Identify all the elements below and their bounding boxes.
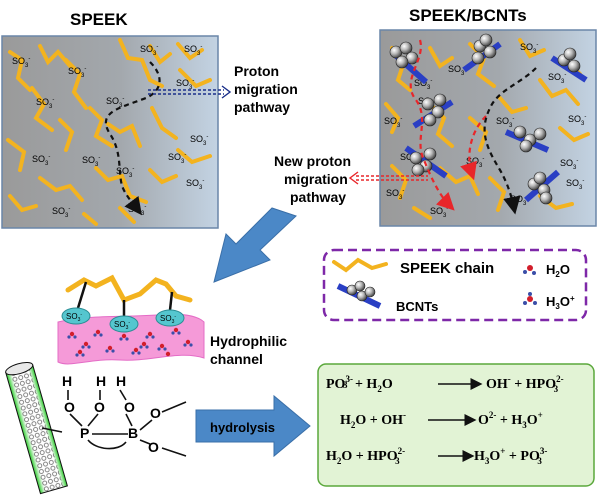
atom-o: O: [94, 399, 105, 415]
legend-box: SPEEK chain BCNTs H2O H3O+: [322, 248, 588, 322]
legend-water-icon: [523, 265, 536, 275]
svg-text:SO3-: SO3-: [160, 314, 176, 325]
reaction-1-rhs: OH- + HPO2-3: [486, 374, 564, 394]
new-pathway-line1: New proton: [274, 153, 351, 169]
proton-pathway-line3: pathway: [234, 99, 290, 115]
svg-text:SO3-: SO3-: [114, 320, 130, 331]
reaction-2-lhs: H2O + OH-: [340, 410, 406, 430]
proton-pathway-line1: Proton: [234, 63, 279, 79]
reaction-1-lhs: PO3-3 + H2O: [326, 374, 393, 394]
atom-h: H: [116, 373, 126, 389]
molecule-bonds: [41, 389, 187, 457]
legend-hydronium: H3O+: [546, 294, 575, 311]
detail-chain: [65, 274, 193, 304]
legend-speek-chain: SPEEK chain: [400, 260, 494, 277]
hydrophilic-label-line1: Hydrophilic: [210, 333, 287, 349]
big-down-left-arrow: [213, 207, 297, 283]
reaction-2-rhs: O2- + H3O+: [478, 410, 543, 430]
atom-h: H: [62, 373, 72, 389]
atom-o: O: [150, 405, 161, 421]
so3-bubbles: SO3- SO3- SO3-: [61, 307, 185, 333]
atom-o: O: [124, 399, 135, 415]
speek-panel: SO3- SO3- SO3- SO3- SO3- SO3- SO3- SO3- …: [1, 35, 219, 229]
new-pathway-line2: migration: [284, 171, 348, 187]
new-proton-pathway-pointer: [348, 171, 428, 185]
svg-text:SO3-: SO3-: [66, 312, 82, 323]
legend-bcnts: BCNTs: [396, 299, 438, 314]
legend-water: H2O: [546, 262, 570, 279]
hydrolysis-arrow: [195, 394, 311, 458]
hydrophilic-label-line2: channel: [210, 351, 263, 367]
reaction-3-lhs: H2O + HPO2-3: [326, 446, 405, 466]
channel-molecules: [67, 323, 193, 357]
hydrophilic-channel-detail: SO3- SO3- SO3-: [57, 274, 205, 365]
red-path-arrow-1: [409, 39, 455, 211]
reaction-3-rhs: H3O+ + PO3-3: [474, 446, 547, 466]
atom-b: B: [128, 425, 138, 441]
speek-bcnts-title: SPEEK/BCNTs: [409, 6, 527, 25]
black-path-arrow: [483, 67, 537, 215]
new-pathway-line3: pathway: [290, 189, 346, 205]
atom-o: O: [64, 399, 75, 415]
legend-chain-swatch: [332, 257, 388, 273]
legend-bcnt-particles: [346, 280, 376, 302]
hydrolysis-label: hydrolysis: [210, 420, 275, 435]
speek-chains: [6, 38, 212, 226]
bcnt-tube: [5, 361, 68, 495]
red-path-arrow-2: [460, 115, 487, 181]
atom-p: P: [80, 425, 89, 441]
bp-molecule: H H H O O O O O P B: [41, 373, 187, 457]
speek-title: SPEEK: [70, 10, 128, 29]
legend-hydronium-icon: [523, 292, 537, 305]
atom-h: H: [96, 373, 106, 389]
composite-particles: [389, 33, 581, 205]
proton-pathway-line2: migration: [234, 81, 298, 97]
atom-o: O: [148, 439, 159, 455]
proton-pathway-pointer: [148, 85, 232, 99]
reaction-box: PO3-3 + H2O OH- + HPO2-3 H2O + OH- O2- +…: [317, 363, 595, 487]
speek-bcnts-panel: SO3- SO3- SO3- SO3- SO3- SO3- SO3- SO3- …: [379, 29, 597, 227]
